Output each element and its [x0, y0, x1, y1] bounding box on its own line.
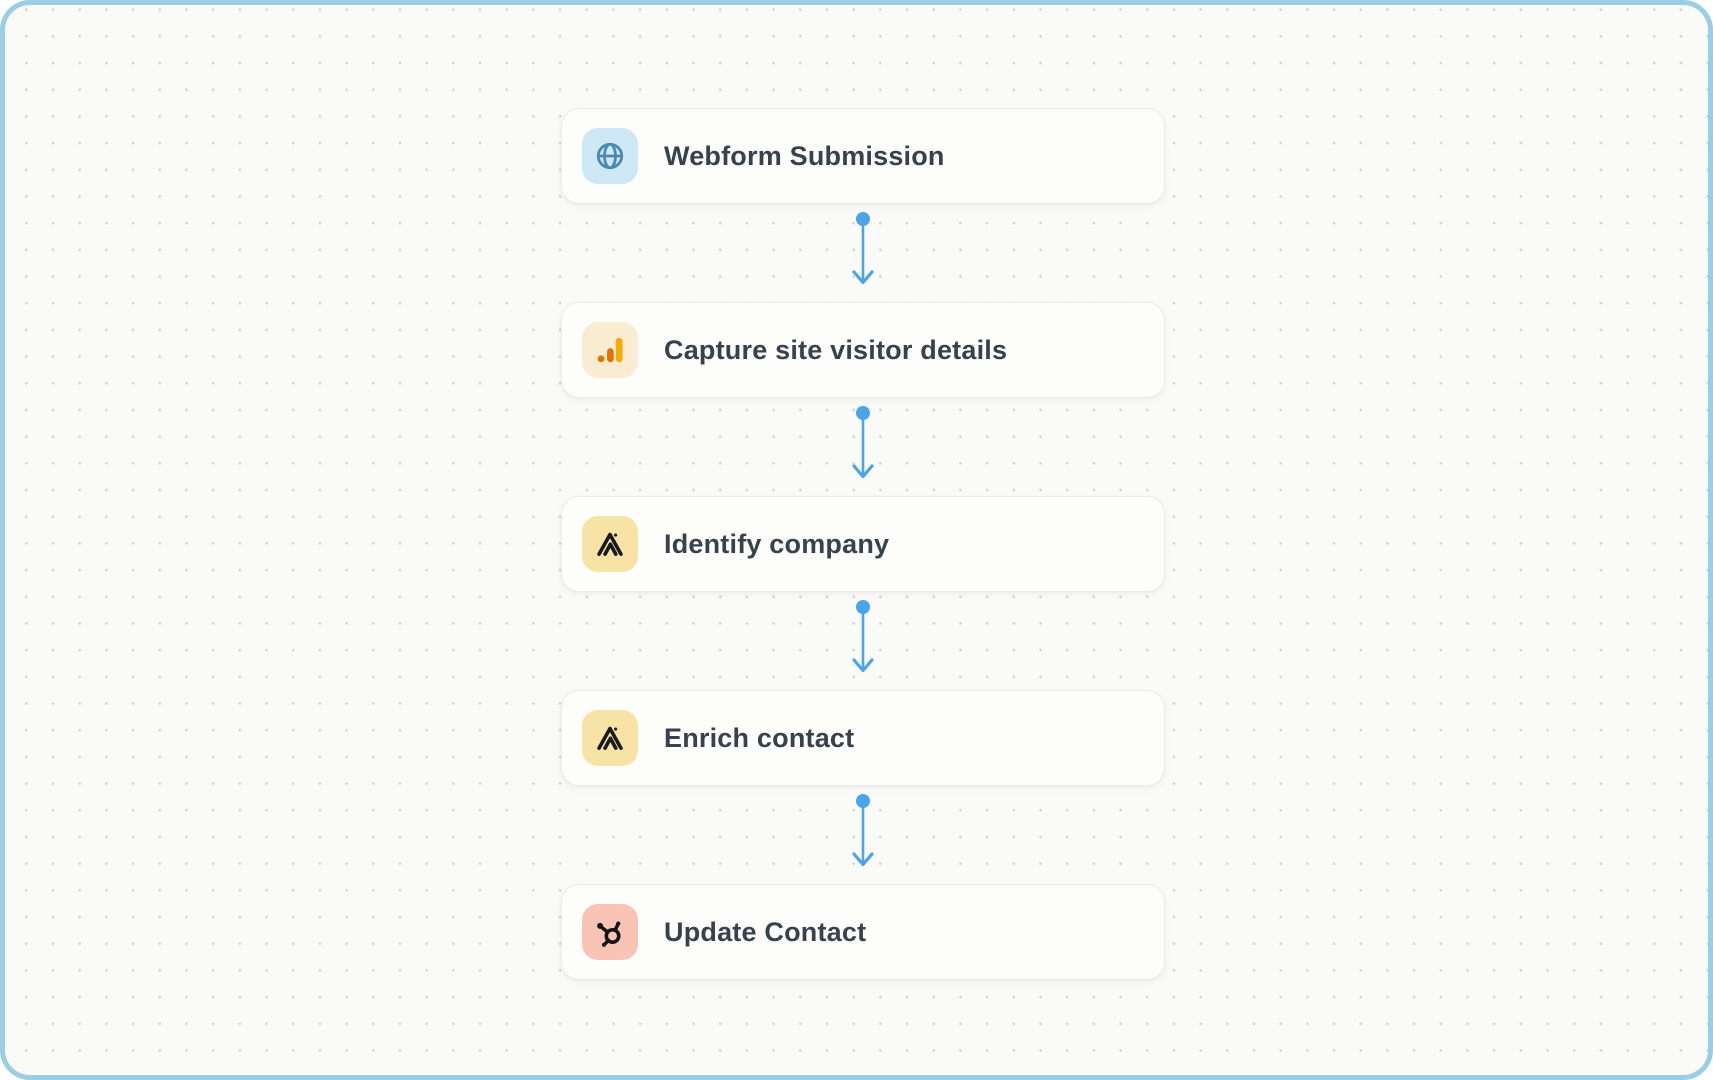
workflow-node-label: Capture site visitor details: [664, 334, 1008, 365]
google-analytics-icon: [582, 322, 638, 378]
hubspot-icon: [582, 904, 638, 960]
connector-arrow: [561, 204, 1165, 302]
workflow-flow: Webform Submission Captur: [561, 108, 1165, 980]
workflow-node-identify-company[interactable]: Identify company: [561, 496, 1165, 592]
triangle-a-logo-icon: [582, 710, 638, 766]
workflow-node-label: Identify company: [664, 528, 890, 559]
workflow-node-label: Enrich contact: [664, 722, 855, 753]
workflow-node-label: Update Contact: [664, 916, 867, 947]
globe-icon: [582, 128, 638, 184]
workflow-node-webform-submission[interactable]: Webform Submission: [561, 108, 1165, 204]
workflow-node-label: Webform Submission: [664, 140, 945, 171]
connector-arrow: [561, 786, 1165, 884]
workflow-node-update-contact[interactable]: Update Contact: [561, 884, 1165, 980]
connector-arrow: [561, 592, 1165, 690]
workflow-node-capture-site-visitor-details[interactable]: Capture site visitor details: [561, 302, 1165, 398]
connector-arrow: [561, 398, 1165, 496]
triangle-a-logo-icon: [582, 516, 638, 572]
workflow-node-enrich-contact[interactable]: Enrich contact: [561, 690, 1165, 786]
